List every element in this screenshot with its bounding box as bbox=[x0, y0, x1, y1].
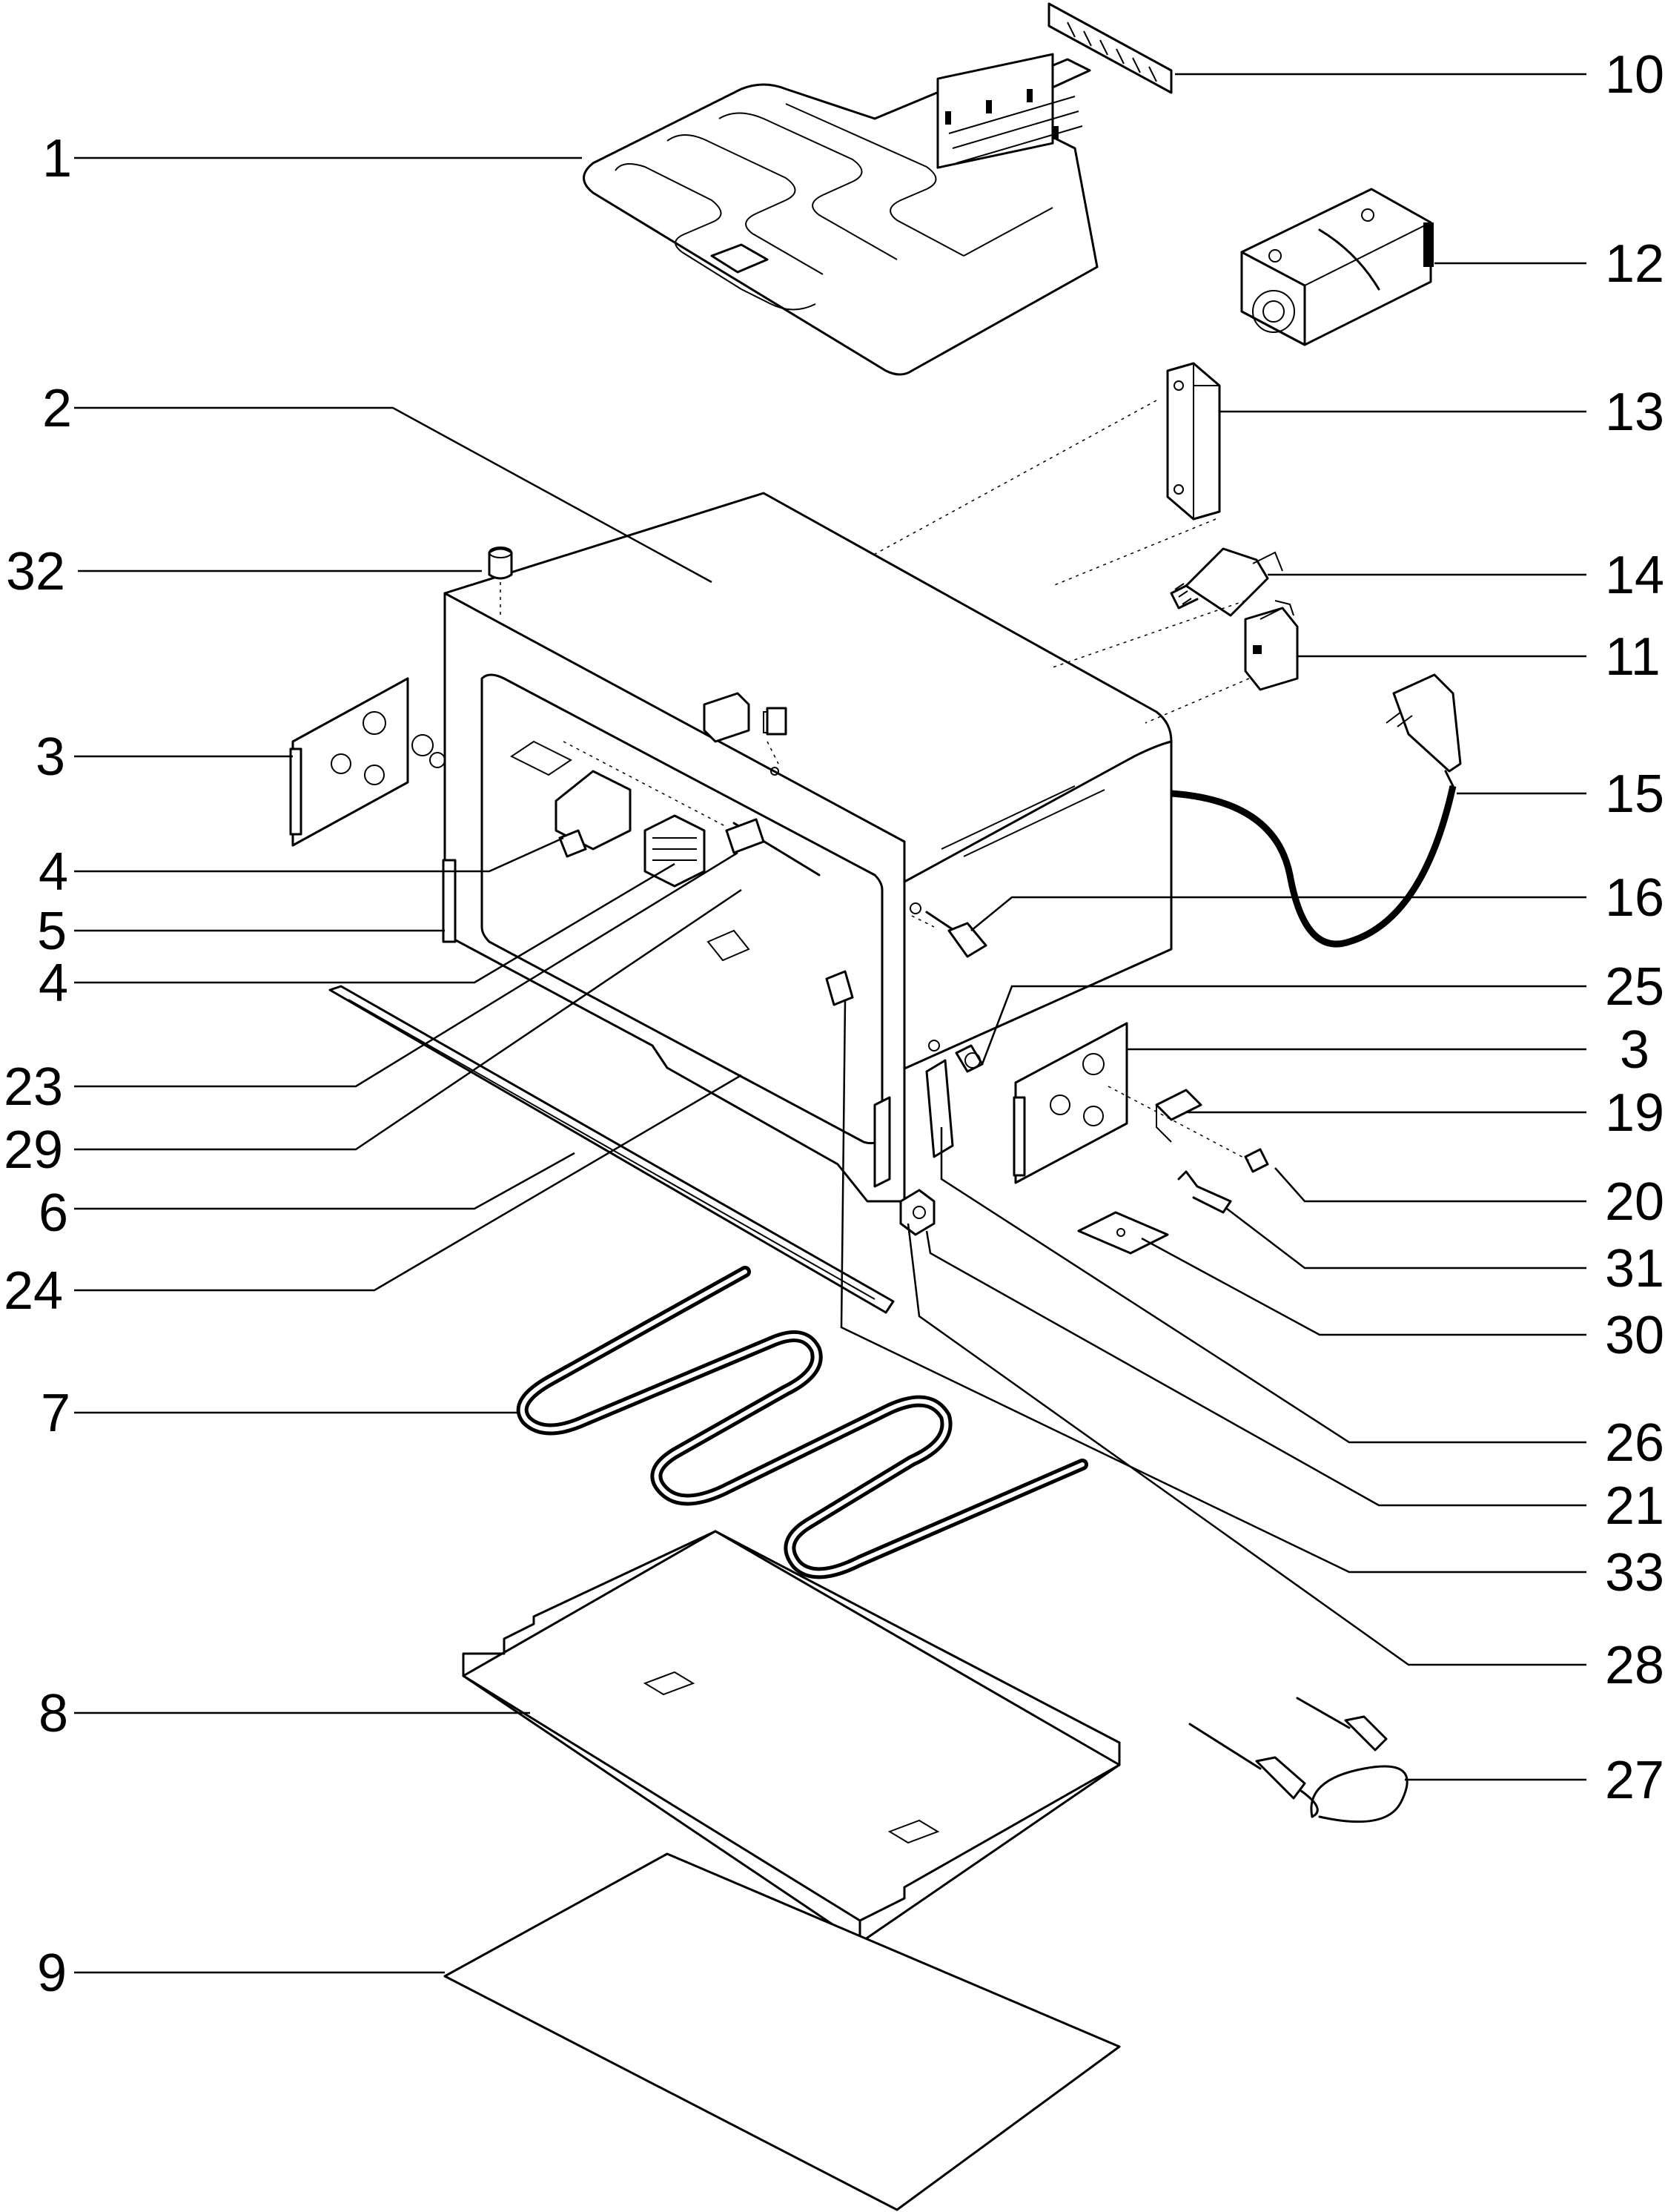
insulation-sheet bbox=[443, 1852, 1121, 2211]
callout-13: 13 bbox=[1605, 383, 1664, 442]
side-panel-right bbox=[1013, 1022, 1128, 1184]
callout-12: 12 bbox=[1605, 234, 1664, 294]
side-panel-left bbox=[289, 677, 446, 847]
oven-housing bbox=[442, 492, 1173, 1203]
door-rail bbox=[328, 985, 895, 1314]
fan-motor bbox=[1240, 188, 1434, 346]
power-cord-plug bbox=[1171, 673, 1462, 948]
callout-26: 26 bbox=[1605, 1413, 1664, 1473]
selector-switch bbox=[1244, 600, 1299, 691]
callout-23: 23 bbox=[4, 1057, 63, 1117]
callout-7: 7 bbox=[41, 1384, 70, 1443]
meat-probe bbox=[1188, 1697, 1409, 1823]
callout-5: 5 bbox=[37, 902, 67, 961]
callout-4-upper: 4 bbox=[39, 842, 68, 902]
callout-24: 24 bbox=[4, 1261, 63, 1321]
terminal-strip bbox=[1047, 2, 1173, 94]
callout-16: 16 bbox=[1605, 868, 1664, 928]
callout-1: 1 bbox=[42, 129, 72, 188]
callout-labels: 1 2 32 3 4 5 4 23 29 6 24 7 8 9 10 12 13… bbox=[4, 45, 1664, 2003]
callout-3-left: 3 bbox=[36, 727, 65, 787]
leader-lines bbox=[74, 73, 1586, 1974]
callout-27: 27 bbox=[1605, 1751, 1664, 1810]
callout-3-right: 3 bbox=[1620, 1020, 1649, 1080]
callout-4-lower: 4 bbox=[39, 954, 68, 1013]
callout-9: 9 bbox=[37, 1944, 67, 2003]
thermostat bbox=[1170, 547, 1283, 617]
callout-14: 14 bbox=[1605, 546, 1664, 605]
callout-20: 20 bbox=[1605, 1172, 1664, 1232]
callout-33: 33 bbox=[1605, 1543, 1664, 1602]
callout-11: 11 bbox=[1605, 627, 1661, 687]
bottom-tray bbox=[462, 1530, 1121, 1944]
grill-heating-element bbox=[583, 53, 1099, 376]
callout-21: 21 bbox=[1605, 1476, 1664, 1536]
callout-6: 6 bbox=[39, 1183, 68, 1243]
assembly-guides bbox=[563, 400, 1250, 1161]
callout-32: 32 bbox=[6, 542, 65, 601]
callout-30: 30 bbox=[1605, 1306, 1664, 1365]
callout-29: 29 bbox=[4, 1120, 63, 1180]
spacer-bushing bbox=[488, 547, 513, 619]
callout-19: 19 bbox=[1605, 1083, 1664, 1143]
callout-31: 31 bbox=[1605, 1239, 1664, 1298]
switch-plate bbox=[1166, 362, 1221, 521]
callout-10: 10 bbox=[1605, 45, 1664, 105]
bottom-heating-element bbox=[516, 1266, 1088, 1579]
callout-8: 8 bbox=[39, 1684, 68, 1743]
callout-28: 28 bbox=[1605, 1636, 1664, 1695]
hinge-brackets bbox=[899, 1059, 954, 1236]
small-brackets-right bbox=[1077, 1089, 1269, 1255]
callout-2: 2 bbox=[42, 379, 72, 438]
callout-25: 25 bbox=[1605, 957, 1664, 1017]
small-hardware bbox=[558, 829, 987, 1073]
callout-15: 15 bbox=[1605, 765, 1664, 824]
